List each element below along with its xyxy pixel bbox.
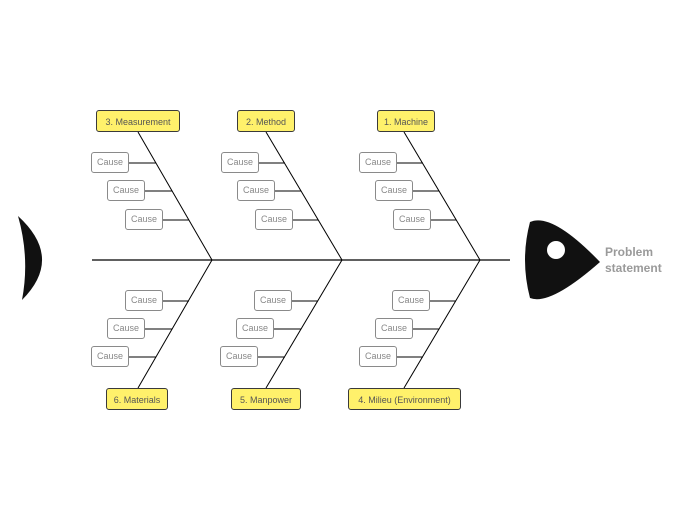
cause-box[interactable]: Cause	[107, 180, 145, 201]
category-method[interactable]: 2. Method	[237, 110, 295, 132]
cause-box[interactable]: Cause	[359, 152, 397, 173]
bone-materials	[138, 260, 212, 388]
category-manpower[interactable]: 5. Manpower	[231, 388, 301, 410]
cause-box[interactable]: Cause	[392, 290, 430, 311]
cause-box[interactable]: Cause	[221, 152, 259, 173]
cause-box[interactable]: Cause	[91, 346, 129, 367]
cause-box[interactable]: Cause	[359, 346, 397, 367]
cause-box[interactable]: Cause	[393, 209, 431, 230]
cause-box[interactable]: Cause	[255, 209, 293, 230]
cause-box[interactable]: Cause	[236, 318, 274, 339]
cause-box[interactable]: Cause	[107, 318, 145, 339]
category-machine[interactable]: 1. Machine	[377, 110, 435, 132]
bone-manpower	[266, 260, 342, 388]
bone-method	[266, 132, 342, 260]
bone-measurement	[138, 132, 212, 260]
cause-box[interactable]: Cause	[237, 180, 275, 201]
cause-box[interactable]: Cause	[375, 180, 413, 201]
cause-box[interactable]: Cause	[125, 209, 163, 230]
cause-box[interactable]: Cause	[220, 346, 258, 367]
category-measurement[interactable]: 3. Measurement	[96, 110, 180, 132]
fish-head	[525, 220, 600, 299]
category-milieu[interactable]: 4. Milieu (Environment)	[348, 388, 461, 410]
cause-box[interactable]: Cause	[254, 290, 292, 311]
category-materials[interactable]: 6. Materials	[106, 388, 168, 410]
bone-machine	[404, 132, 480, 260]
cause-box[interactable]: Cause	[91, 152, 129, 173]
fish-eye	[547, 241, 565, 259]
bone-milieu	[404, 260, 480, 388]
cause-box[interactable]: Cause	[125, 290, 163, 311]
problem-statement[interactable]: Problem statement	[605, 244, 685, 276]
problem-statement-line1: Problem	[605, 244, 685, 260]
fish-tail	[18, 216, 42, 300]
problem-statement-line2: statement	[605, 260, 685, 276]
cause-box[interactable]: Cause	[375, 318, 413, 339]
